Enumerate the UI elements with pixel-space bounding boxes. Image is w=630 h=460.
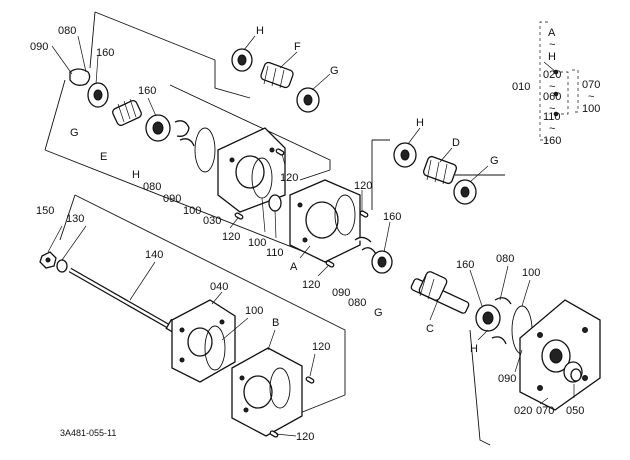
callout-040: 040 [210,281,228,293]
callout-090: 090 [163,193,181,205]
callout-120: 120 [354,180,372,192]
seal-icon [268,194,282,212]
callout-070: 070 [536,405,554,417]
legend-tilde: ~ [549,123,555,135]
dowel-pin-icon [325,260,335,268]
callout-090: 090 [30,41,48,53]
legend-010: 010 [512,81,530,93]
part-group-top-left [69,68,286,220]
callout-110: 110 [266,247,284,259]
callout-h: H [256,25,264,37]
callout-090: 090 [498,373,516,385]
callout-d: D [452,137,460,149]
pump-body-b-icon [231,347,303,437]
callout-120: 120 [302,279,320,291]
legend-tilde: ~ [588,91,594,103]
legend-tilde: ~ [549,103,555,115]
callout-e: E [100,151,107,163]
legend-060: 060 [543,91,561,103]
legend-100: 100 [582,103,600,115]
drive-gear-c-icon [410,271,470,314]
callout-g: G [490,155,499,167]
callout-120: 120 [312,341,330,353]
snap-ring-icon [354,236,372,243]
snap-ring-icon [174,120,190,137]
callout-080: 080 [496,253,514,265]
callout-160: 160 [383,211,401,223]
callout-g: G [330,65,339,77]
callout-h: H [470,343,478,355]
callout-150: 150 [36,205,54,217]
legend-h: H [548,51,556,63]
callout-130: 130 [66,213,84,225]
rear-cover-icon [519,299,601,411]
callout-080: 080 [143,181,161,193]
callout-100: 100 [522,267,540,279]
dowel-pin-icon [305,376,315,384]
callout-100: 100 [183,205,201,217]
o-ring-icon [194,127,216,173]
callout-g: G [70,127,79,139]
callout-030: 030 [203,215,221,227]
legend-020: 020 [543,69,561,81]
shaft-icon [68,267,183,336]
snap-ring-icon [361,247,377,255]
gear-icon [422,155,458,185]
part-group-top-center [231,48,320,113]
range-legend: A ~ H 010 020 ~ 060 ~ 110 ~ 160 070 ~ 10… [512,21,600,147]
gear-icon [260,61,294,89]
legend-tilde: ~ [549,81,555,93]
snap-ring-icon [491,336,507,345]
callout-120: 120 [280,172,298,184]
callout-080: 080 [348,297,366,309]
callout-160: 160 [96,47,114,59]
callout-labels: 090 080 160 G E 160 H 080 090 100 030 12… [30,25,584,443]
legend-a: A [548,27,556,39]
legend-tilde: ~ [549,39,555,51]
gear-icon [112,98,142,126]
pump-body-a-icon [289,179,361,263]
callout-g: G [374,307,383,319]
callout-b: B [272,317,279,329]
middle-cover-icon [171,299,236,383]
snap-ring-icon [179,138,195,147]
dowel-pin-icon [359,210,369,218]
dowel-pin-icon [275,148,285,156]
drawing-code: 3A481-055-11 [60,428,116,438]
leader-lines [47,35,575,437]
dowel-pin-icon [234,212,244,220]
callout-100: 100 [248,237,266,249]
callout-160: 160 [138,85,156,97]
callout-c: C [426,323,434,335]
snap-ring-icon [494,297,512,305]
callout-050: 050 [566,405,584,417]
callout-140: 140 [145,249,163,261]
legend-070: 070 [582,79,600,91]
callout-f: F [294,41,301,53]
front-cover-icon [217,127,286,213]
washer-icon [56,259,68,273]
callout-020: 020 [514,405,532,417]
legend-160: 160 [543,135,561,147]
callout-090: 090 [332,287,350,299]
callout-080: 080 [58,25,76,37]
callout-100: 100 [245,305,263,317]
callout-160: 160 [456,259,474,271]
part-group-right-top [393,142,477,205]
callout-a: A [290,261,298,273]
group-frame-lines [44,11,505,446]
callout-120: 120 [222,231,240,243]
dowel-pin-icon [269,430,279,438]
callout-h: H [416,117,424,129]
callout-h: H [132,169,140,181]
o-ring-icon [204,325,226,371]
snap-ring-icon [69,68,91,86]
callout-120: 120 [296,431,314,443]
